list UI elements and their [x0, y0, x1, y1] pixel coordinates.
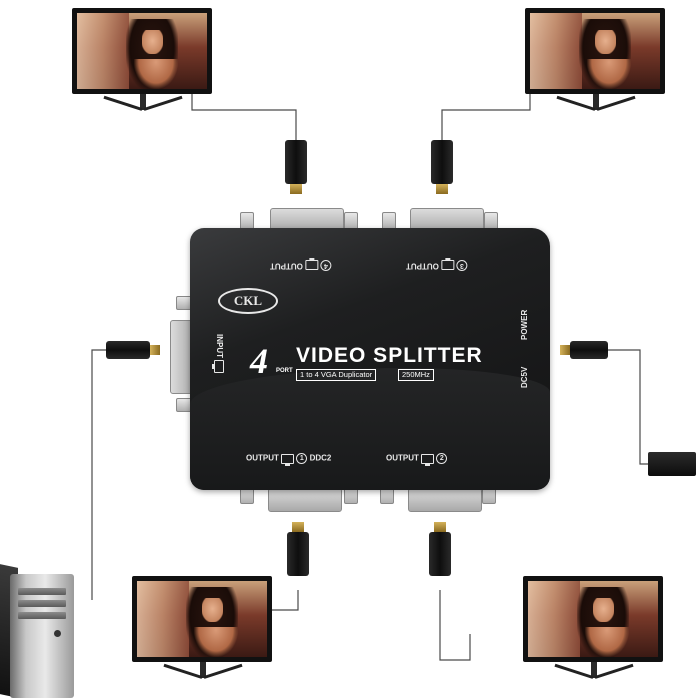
pc-tower-icon [0, 564, 92, 700]
cable-bottom-right [439, 590, 471, 661]
monitor-bottom-right [523, 576, 663, 694]
product-bandwidth: 250MHz [398, 369, 434, 381]
output-4-label: 4 OUTPUT [270, 260, 332, 271]
monitor-icon [214, 360, 224, 374]
cable-top-right [441, 94, 531, 144]
product-subtitle: 1 to 4 VGA Duplicator [296, 369, 377, 381]
monitor-screen [530, 13, 660, 89]
output-3-label: 3 OUTPUT [406, 260, 468, 271]
port-number: 1 [296, 453, 308, 464]
cable-top-left [191, 94, 297, 144]
power-adapter-icon [648, 452, 696, 476]
monitor-top-right [525, 8, 665, 126]
vga-plug-top-left [285, 140, 307, 194]
power-button-icon [54, 630, 61, 637]
cable-input [91, 349, 108, 600]
port-number: 4 [320, 260, 332, 271]
vga-plug-input [106, 341, 160, 359]
power-plug [560, 341, 608, 359]
monitor-icon [281, 453, 295, 466]
vga-plug-bottom-left [287, 522, 309, 576]
output-2-label: OUTPUT 2 [386, 453, 448, 466]
vga-plug-bottom-right [429, 522, 451, 576]
brand-logo: CKL [218, 288, 278, 314]
product-name: VIDEO SPLITTER [296, 344, 483, 367]
output-word: OUTPUT [270, 261, 303, 271]
monitor-screen [528, 581, 658, 657]
monitor-icon [305, 260, 319, 271]
input-word: INPUT [214, 334, 224, 358]
monitor-icon [441, 260, 455, 271]
monitor-icon [421, 453, 435, 466]
output-word: OUTPUT [386, 453, 419, 463]
port-number: 3 [456, 260, 468, 271]
vga-splitter-device: CKL 4 PORT VIDEO SPLITTER 1 to 4 VGA Dup… [190, 228, 550, 490]
product-number: 4 [250, 341, 268, 381]
monitor-bottom-left [132, 576, 272, 694]
vga-port-output-2 [408, 488, 482, 512]
port-number: 2 [436, 453, 448, 464]
monitor-top-left [72, 8, 212, 126]
output-word: OUTPUT [246, 453, 279, 463]
power-label: POWER [520, 309, 529, 340]
vga-port-output-1 [268, 488, 342, 512]
product-port-word: PORT [276, 368, 293, 374]
output-1-label: OUTPUT 1 DDC2 [246, 453, 332, 466]
input-label: INPUT [214, 334, 224, 374]
dc5v-label: DC5V [520, 366, 529, 388]
monitor-screen [77, 13, 207, 89]
monitor-screen [137, 581, 267, 657]
ddc2-label: DDC2 [309, 453, 332, 463]
vga-plug-top-right [431, 140, 453, 194]
output-word: OUTPUT [406, 261, 439, 271]
cable-power [608, 349, 650, 465]
